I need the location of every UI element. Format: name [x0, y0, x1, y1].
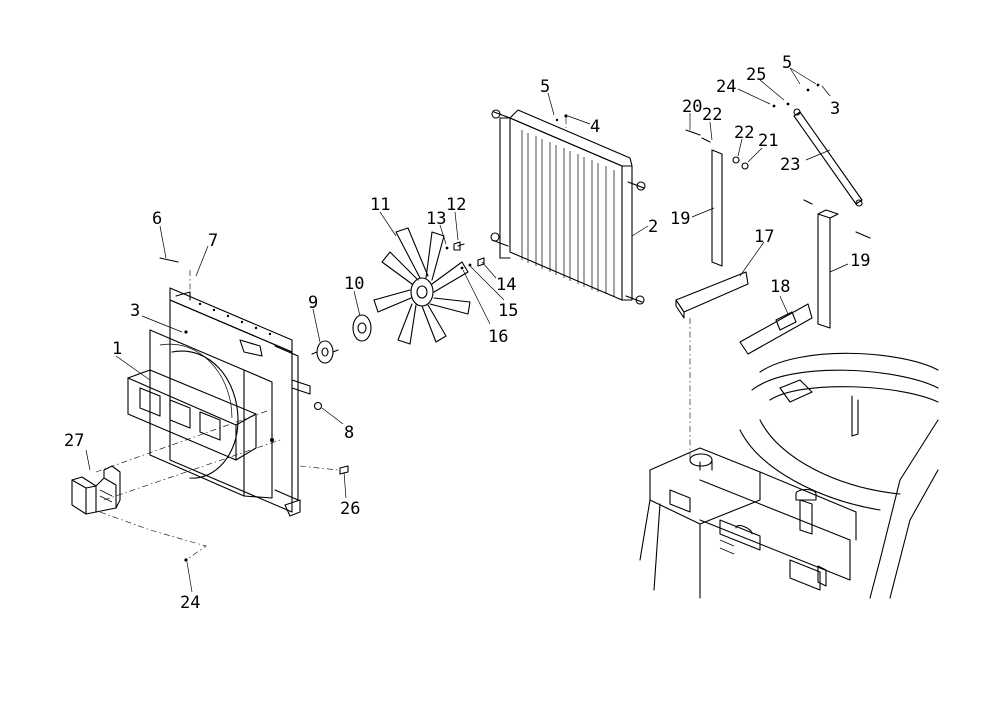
- fan-adapter-part: [352, 314, 372, 342]
- callout-5-radiator: 5: [540, 77, 550, 97]
- callout-19-left: 19: [670, 209, 690, 229]
- callout-4: 4: [590, 117, 600, 137]
- cooler-frame-part: [127, 287, 311, 517]
- radiator-core-part: [490, 109, 646, 305]
- callout-23: 23: [780, 155, 800, 175]
- callout-2: 2: [648, 217, 658, 237]
- callout-14: 14: [496, 275, 516, 295]
- assembly-centerlines: [95, 118, 691, 561]
- cooling-fan-part: [373, 227, 471, 345]
- callout-10: 10: [344, 274, 364, 294]
- tractor-chassis-part: [639, 352, 939, 599]
- callout-1: 1: [112, 339, 122, 359]
- callout-11: 11: [370, 195, 390, 215]
- fan-hub-part: [311, 340, 339, 364]
- callout-9: 9: [308, 293, 318, 313]
- callout-13: 13: [426, 209, 446, 229]
- callout-21: 21: [758, 131, 778, 151]
- callout-20: 20: [682, 97, 702, 117]
- callout-16: 16: [488, 327, 508, 347]
- callout-labels: 1 2 3 3 4 5 5 6 7 8 9 10 11 12 13 14 15 …: [64, 53, 870, 613]
- callout-6: 6: [152, 209, 162, 229]
- callout-27: 27: [64, 431, 84, 451]
- callout-3-rod: 3: [830, 99, 840, 119]
- callout-22-left: 22: [702, 105, 722, 125]
- callout-7: 7: [208, 231, 218, 251]
- callout-15: 15: [498, 301, 518, 321]
- callout-24-bottom: 24: [180, 593, 200, 613]
- callout-5-rod: 5: [782, 53, 792, 73]
- callout-3-frame: 3: [130, 301, 140, 321]
- support-bracket-part: [675, 83, 871, 355]
- callout-24-rod: 24: [716, 77, 736, 97]
- callout-26: 26: [340, 499, 360, 519]
- callout-17: 17: [754, 227, 774, 247]
- callout-22-right: 22: [734, 123, 754, 143]
- callout-leaders: [85, 67, 849, 593]
- callout-19-right: 19: [850, 251, 870, 271]
- hydraulic-pump-part: [71, 465, 121, 515]
- callout-8: 8: [344, 423, 354, 443]
- callout-18: 18: [770, 277, 790, 297]
- callout-12: 12: [446, 195, 466, 215]
- callout-25: 25: [746, 65, 766, 85]
